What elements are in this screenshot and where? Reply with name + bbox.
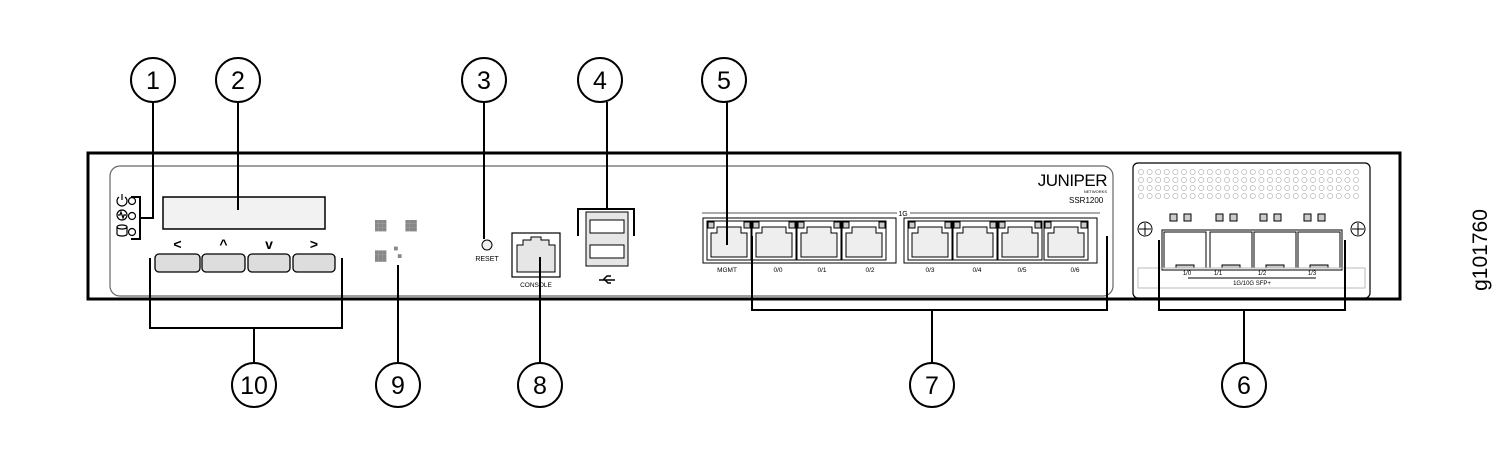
sfp-port[interactable] (1297, 231, 1341, 269)
callout-number: 10 (240, 372, 268, 400)
nav-button-label: < (173, 236, 181, 252)
rj45-port[interactable] (841, 220, 887, 261)
nav-button[interactable] (247, 253, 291, 273)
nav-button-label: > (310, 236, 318, 252)
callout-circle (577, 57, 623, 103)
sfp-led (1183, 213, 1192, 222)
callout-circle (130, 57, 176, 103)
sfp-led (1169, 213, 1178, 222)
callout-number: 2 (231, 67, 245, 95)
nav-button[interactable] (154, 253, 201, 273)
callout-number: 7 (925, 372, 939, 400)
power-icon (116, 194, 128, 207)
callout-number: 9 (391, 372, 405, 400)
juniper-logo-sub: NETWORKS (1084, 189, 1107, 194)
nav-button-label: ^ (219, 236, 227, 252)
rj45-port[interactable] (1043, 220, 1089, 261)
callout-circle (231, 362, 277, 408)
sfp-led (1317, 213, 1326, 222)
sfp-port[interactable] (1253, 231, 1297, 269)
reset-label: RESET (475, 256, 499, 263)
group-1g-label: 1G (898, 211, 907, 218)
port-label: 0/4 (972, 267, 981, 274)
nav-button[interactable] (292, 253, 336, 273)
screw-icon (1350, 221, 1366, 237)
port-label: MGMT (717, 267, 737, 274)
qr-code-icon (375, 220, 417, 262)
console-port[interactable] (511, 232, 561, 278)
callout-circle (909, 362, 955, 408)
port-label: 0/5 (1017, 267, 1026, 274)
reset-button[interactable] (481, 239, 493, 251)
sfp-led (1259, 213, 1268, 222)
nav-button-label: v (265, 236, 273, 252)
callout-circle (215, 57, 261, 103)
rj45-port[interactable] (952, 220, 998, 261)
callout-circle (517, 362, 563, 408)
callout-circle (461, 57, 507, 103)
console-label: CONSOLE (520, 282, 552, 289)
callout-number: 8 (533, 372, 547, 400)
sfp-group-label: 1G/10G SFP+ (1233, 281, 1271, 287)
sfp-led (1229, 213, 1238, 222)
callout-number: 6 (1237, 372, 1251, 400)
sfp-port-label: 1/1 (1214, 271, 1223, 277)
sfp-port-label: 1/3 (1308, 271, 1317, 277)
callout-number: 4 (593, 67, 607, 95)
juniper-logo: JUNIPER (1038, 171, 1107, 190)
status-leds (116, 102, 154, 240)
callout-number: 5 (717, 67, 731, 95)
port-label: 0/3 (925, 267, 934, 274)
sfp-port[interactable] (1163, 231, 1207, 269)
usb-icon (599, 275, 615, 284)
port-label: 0/0 (773, 267, 782, 274)
screw-icon (1137, 221, 1153, 237)
storage-icon (116, 224, 128, 237)
callout-number: 3 (477, 67, 491, 95)
callout-circle (701, 57, 747, 103)
nav-button[interactable] (201, 253, 246, 273)
callout-circle (1221, 362, 1267, 408)
rj45-port[interactable] (751, 220, 797, 261)
sfp-led (1273, 213, 1282, 222)
port-label: 0/2 (865, 267, 874, 274)
port-label: 0/6 (1070, 267, 1079, 274)
usb-ports[interactable] (585, 211, 629, 267)
figure-id: g101760 (1469, 209, 1492, 291)
port-label: 0/1 (817, 267, 826, 274)
rj45-port[interactable] (706, 220, 752, 261)
rj45-port[interactable] (997, 220, 1043, 261)
callout-circle (375, 362, 421, 408)
callout-number: 1 (146, 67, 160, 95)
model-label: SSR1200 (1069, 196, 1104, 205)
sfp-port[interactable] (1209, 231, 1253, 269)
rj45-port[interactable] (796, 220, 842, 261)
rj45-port[interactable] (907, 220, 953, 261)
status-icon (116, 209, 128, 221)
sfp-led (1215, 213, 1224, 222)
sfp-port-label: 1/0 (1183, 271, 1192, 277)
lcd-display (162, 196, 326, 230)
sfp-led (1303, 213, 1312, 222)
sfp-port-label: 1/2 (1258, 271, 1267, 277)
